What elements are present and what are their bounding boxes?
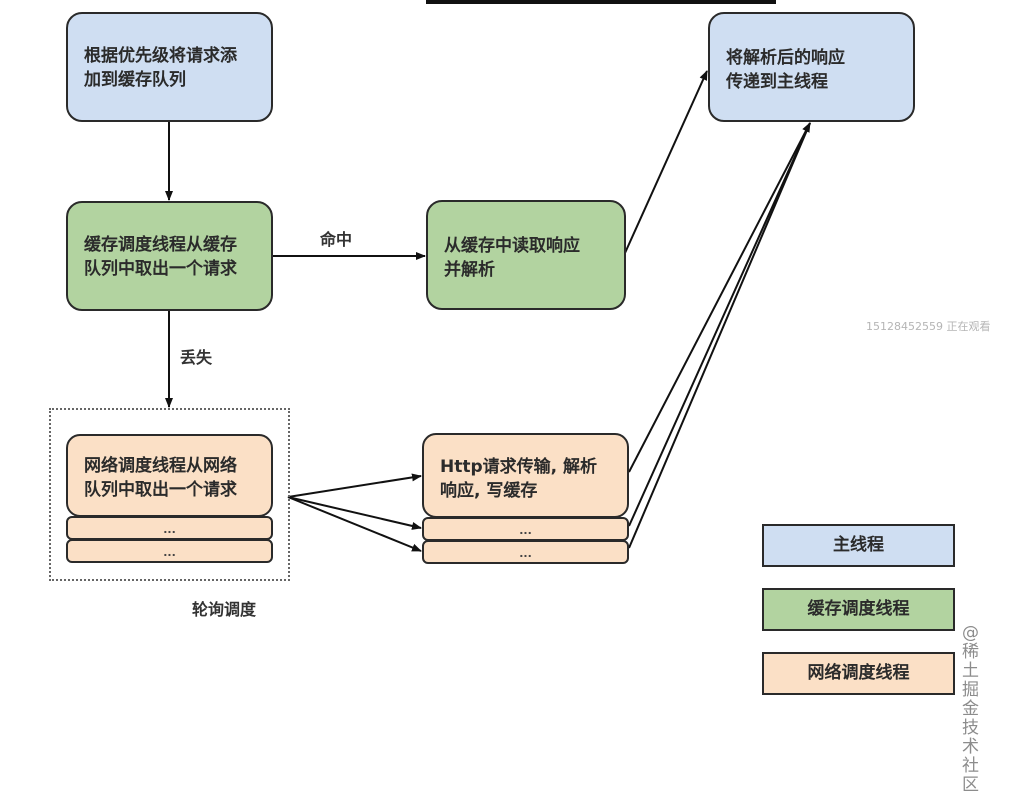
- node-read-cache-text: 从缓存中读取响应 并解析: [444, 236, 580, 280]
- ellipsis-text: ...: [519, 547, 532, 560]
- ellipsis-text: ...: [163, 523, 176, 536]
- legend-cache-thread: 缓存调度线程: [762, 588, 955, 631]
- legend-main-thread: 主线程: [762, 524, 955, 567]
- node-deliver-text: 将解析后的响应 传递到主线程: [726, 48, 845, 92]
- polling-group: [49, 408, 290, 581]
- network-queue-item: ...: [66, 516, 273, 540]
- node-http-text: Http请求传输, 解析 响应, 写缓存: [440, 457, 598, 501]
- edge-label-miss: 丢失: [180, 348, 213, 367]
- polling-label: 轮询调度: [192, 600, 257, 619]
- node-read-cache: 从缓存中读取响应 并解析: [426, 200, 626, 310]
- http-queue-item: ...: [422, 517, 629, 541]
- top-bar: [426, 0, 776, 4]
- watermark: @稀土掘金技术社区: [962, 623, 979, 795]
- node-enqueue: 根据优先级将请求添 加到缓存队列: [66, 12, 273, 122]
- arrow-sub2-to-deliver: [628, 122, 811, 549]
- arrow-http-to-deliver: [628, 122, 811, 473]
- edge-label-hit: 命中: [320, 230, 353, 249]
- legend-cache-thread-label: 缓存调度线程: [807, 599, 910, 619]
- viewer-notice: 15128452559 正在观看: [866, 320, 991, 333]
- ellipsis-text: ...: [519, 524, 532, 537]
- legend-network-thread-label: 网络调度线程: [807, 663, 910, 683]
- arrow-sub1-to-deliver: [628, 122, 811, 527]
- arrow-read-to-deliver: [624, 70, 708, 254]
- arrow-dispatch-to-http: [287, 473, 422, 498]
- node-enqueue-text: 根据优先级将请求添 加到缓存队列: [84, 46, 237, 90]
- node-network-dispatch-text: 网络调度线程从网络 队列中取出一个请求: [84, 456, 237, 500]
- node-network-dispatch: 网络调度线程从网络 队列中取出一个请求: [66, 434, 273, 517]
- node-http: Http请求传输, 解析 响应, 写缓存: [422, 433, 629, 518]
- http-queue-item: ...: [422, 540, 629, 564]
- legend-network-thread: 网络调度线程: [762, 652, 955, 695]
- arrow-dispatch-to-sub1: [287, 496, 422, 530]
- network-queue-item: ...: [66, 539, 273, 563]
- connector-layer: [165, 70, 811, 552]
- node-cache-dispatch: 缓存调度线程从缓存 队列中取出一个请求: [66, 201, 273, 311]
- ellipsis-text: ...: [163, 546, 176, 559]
- arrow-dispatch-to-sub2: [287, 496, 422, 552]
- node-deliver: 将解析后的响应 传递到主线程: [708, 12, 915, 122]
- node-cache-dispatch-text: 缓存调度线程从缓存 队列中取出一个请求: [84, 235, 237, 279]
- legend-main-thread-label: 主线程: [833, 535, 884, 555]
